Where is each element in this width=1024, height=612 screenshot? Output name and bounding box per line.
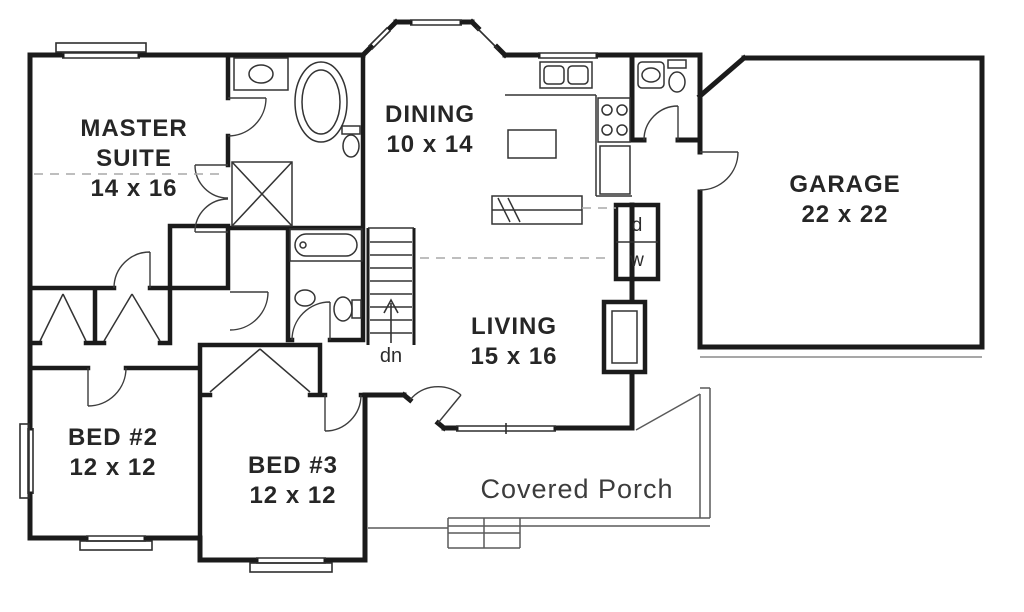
shower [231,161,293,227]
fireplace [601,299,648,375]
windows [19,19,598,573]
refrigerator [599,145,631,195]
master-tub-inner [301,69,341,135]
hall-tub [289,228,363,262]
bay-window-left [367,26,392,51]
master-bath-door [227,97,267,137]
kitchen-counter-edge [505,94,632,197]
outer-wall-path [27,18,703,563]
bed3-door [324,394,362,432]
burner [601,124,613,136]
living-label: LIVING [471,313,557,340]
garage-door [699,151,739,191]
covered-porch-label: Covered Porch [480,474,673,504]
master-vanity [233,57,289,91]
garage-walls [629,52,985,350]
powder-toilet-tank [667,59,687,69]
master-window-sill [55,42,147,53]
master-tub [294,61,348,143]
fixtures [39,57,687,393]
kitchen-sink-bowl-left [543,65,565,85]
burner [616,124,628,136]
hall-toilet [333,296,353,322]
hall-bath-door [291,301,331,341]
exterior-walls [27,18,985,563]
bed3-label: BED #3 [248,452,338,479]
washer-label: w [629,250,644,271]
bed3-size: 12 x 12 [249,482,336,509]
master-toilet [342,134,360,158]
master-door [113,251,151,289]
bed2-door [87,367,127,407]
garage-size: 22 x 22 [801,201,888,228]
hall-closet1-bifold [39,293,87,342]
dining-size: 10 x 14 [386,131,473,158]
master-suite-label-line1: MASTER [80,115,187,142]
garage-label: GARAGE [789,171,900,198]
dining-island [507,129,557,159]
burner [601,104,613,116]
master-sink [248,64,274,84]
shower-x [231,161,293,227]
bed3-window-sill [249,562,333,573]
door-swings [87,97,739,432]
hall-sink [294,289,316,307]
labels: MASTER SUITE 14 x 16 DINING 10 x 14 GARA… [68,101,900,509]
bed2-side-window [27,428,34,494]
living-windows [456,423,556,434]
kitchen-window [538,52,598,59]
powder-sink [641,67,661,83]
bed2-side-window-sill [19,423,30,499]
kitchen-sink-counter [539,61,593,89]
powder-vanity [637,61,665,89]
peninsula-detail [492,197,582,223]
range [597,97,631,143]
bed2-window-sill [79,540,153,551]
bay-window-right [475,26,500,51]
bed2-label: BED #2 [68,424,158,451]
master-closet-door-bottom [194,198,229,233]
bay-window-center [410,19,462,26]
hall-tub-inner [294,233,358,257]
hall-door [229,291,269,331]
bed3-closet-bifold [209,348,311,393]
hall-tub-drain [299,241,307,249]
master-suite-size: 14 x 16 [90,175,177,202]
front-door [409,385,462,424]
ceiling-lines [34,173,616,259]
living-size: 15 x 16 [470,343,557,370]
bed2-size: 12 x 12 [69,454,156,481]
stair-arrow [383,298,399,343]
staircase [366,227,416,345]
porch-lines [368,387,711,549]
master-window [62,52,140,59]
stairs-dn-label: dn [380,345,402,367]
master-suite-label-line2: SUITE [96,145,172,172]
kitchen-sink-bowl-right [567,65,589,85]
interior-wall-path [27,52,368,541]
porch-outline [368,356,982,549]
dryer-label: d [632,215,643,236]
master-toilet-tank [341,125,361,135]
master-closet-door-top [194,164,229,199]
stair-stringers [366,228,416,345]
powder-toilet [668,71,686,93]
hall-closet2-bifold [103,293,161,342]
powder-door [643,105,679,141]
burner [616,104,628,116]
hall-toilet-tank [351,299,362,319]
dining-label: DINING [385,101,475,128]
fireplace-firebox [611,310,638,364]
